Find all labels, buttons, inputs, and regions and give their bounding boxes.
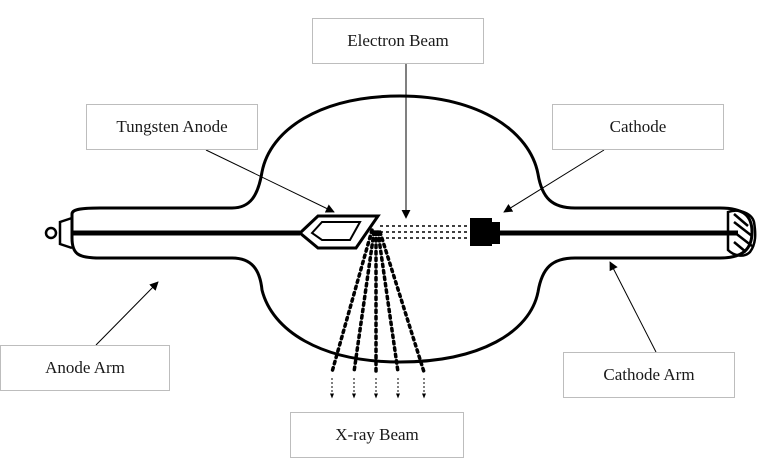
electron-beam-stream — [380, 225, 468, 239]
arrow-cathode — [503, 149, 605, 213]
arrow-anode-arm — [95, 281, 159, 346]
xray-beam-label: X-ray Beam — [290, 412, 464, 458]
xray-fan — [330, 228, 426, 374]
tube-envelope — [70, 94, 754, 364]
electron-beam-label: Electron Beam — [312, 18, 484, 64]
cathode-label: Cathode — [552, 104, 724, 150]
cathode-end-cap — [726, 209, 757, 257]
cathode-block — [470, 218, 500, 246]
tungsten-anode — [297, 214, 381, 250]
cathode-arm-label: Cathode Arm — [563, 352, 735, 398]
arrow-tungsten-anode — [205, 149, 335, 213]
arrow-cathode-arm — [609, 261, 657, 353]
anode-arm-label: Anode Arm — [0, 345, 170, 391]
xray-arrows — [330, 378, 426, 399]
anode-end-cap — [44, 216, 73, 250]
tungsten-anode-label: Tungsten Anode — [86, 104, 258, 150]
